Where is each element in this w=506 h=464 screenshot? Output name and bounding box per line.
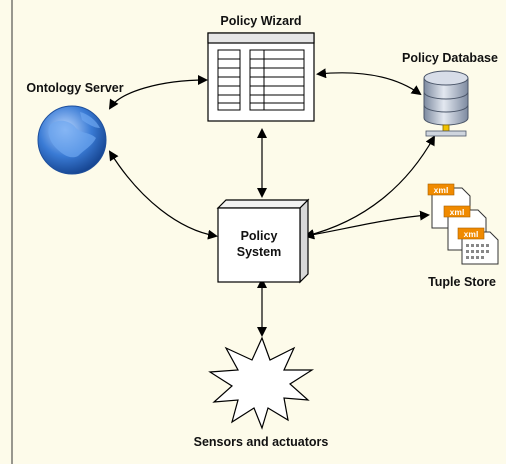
cube-box-icon [216, 198, 310, 284]
edge-tuplestore-system [304, 210, 430, 240]
xml-tag-3: xml [464, 229, 479, 239]
policy-system-label-line2: System [237, 245, 281, 259]
ontology-server-label: Ontology Server [26, 81, 123, 95]
globe-icon [37, 105, 107, 175]
xml-document-3: xml [457, 227, 499, 265]
policy-database-node[interactable]: Policy Database [402, 51, 498, 137]
xml-tag-1: xml [434, 185, 449, 195]
xml-documents-icon: xml xml xml [427, 183, 499, 265]
policy-system-node[interactable]: Policy System [216, 198, 310, 284]
tuple-store-label: Tuple Store [428, 275, 496, 289]
sensors-node[interactable]: Sensors and actuators [194, 336, 329, 449]
policy-wizard-label: Policy Wizard [220, 14, 301, 28]
policy-database-label: Policy Database [402, 51, 498, 65]
xml-tag-2: xml [450, 207, 465, 217]
edge-wizard-ontology [108, 75, 208, 110]
sensors-label: Sensors and actuators [194, 435, 329, 449]
starburst-icon [208, 336, 315, 430]
policy-system-label-line1: Policy [241, 229, 278, 243]
database-icon [423, 70, 469, 137]
edge-database-system [304, 135, 435, 239]
ontology-server-node[interactable]: Ontology Server [26, 81, 124, 175]
table-window-icon [207, 32, 315, 122]
edge-wizard-database [316, 68, 422, 96]
policy-wizard-node[interactable]: Policy Wizard [207, 14, 315, 122]
tuple-store-node[interactable]: xml xml xml Tuple Store [427, 183, 499, 289]
edge-ontology-system [108, 150, 218, 240]
